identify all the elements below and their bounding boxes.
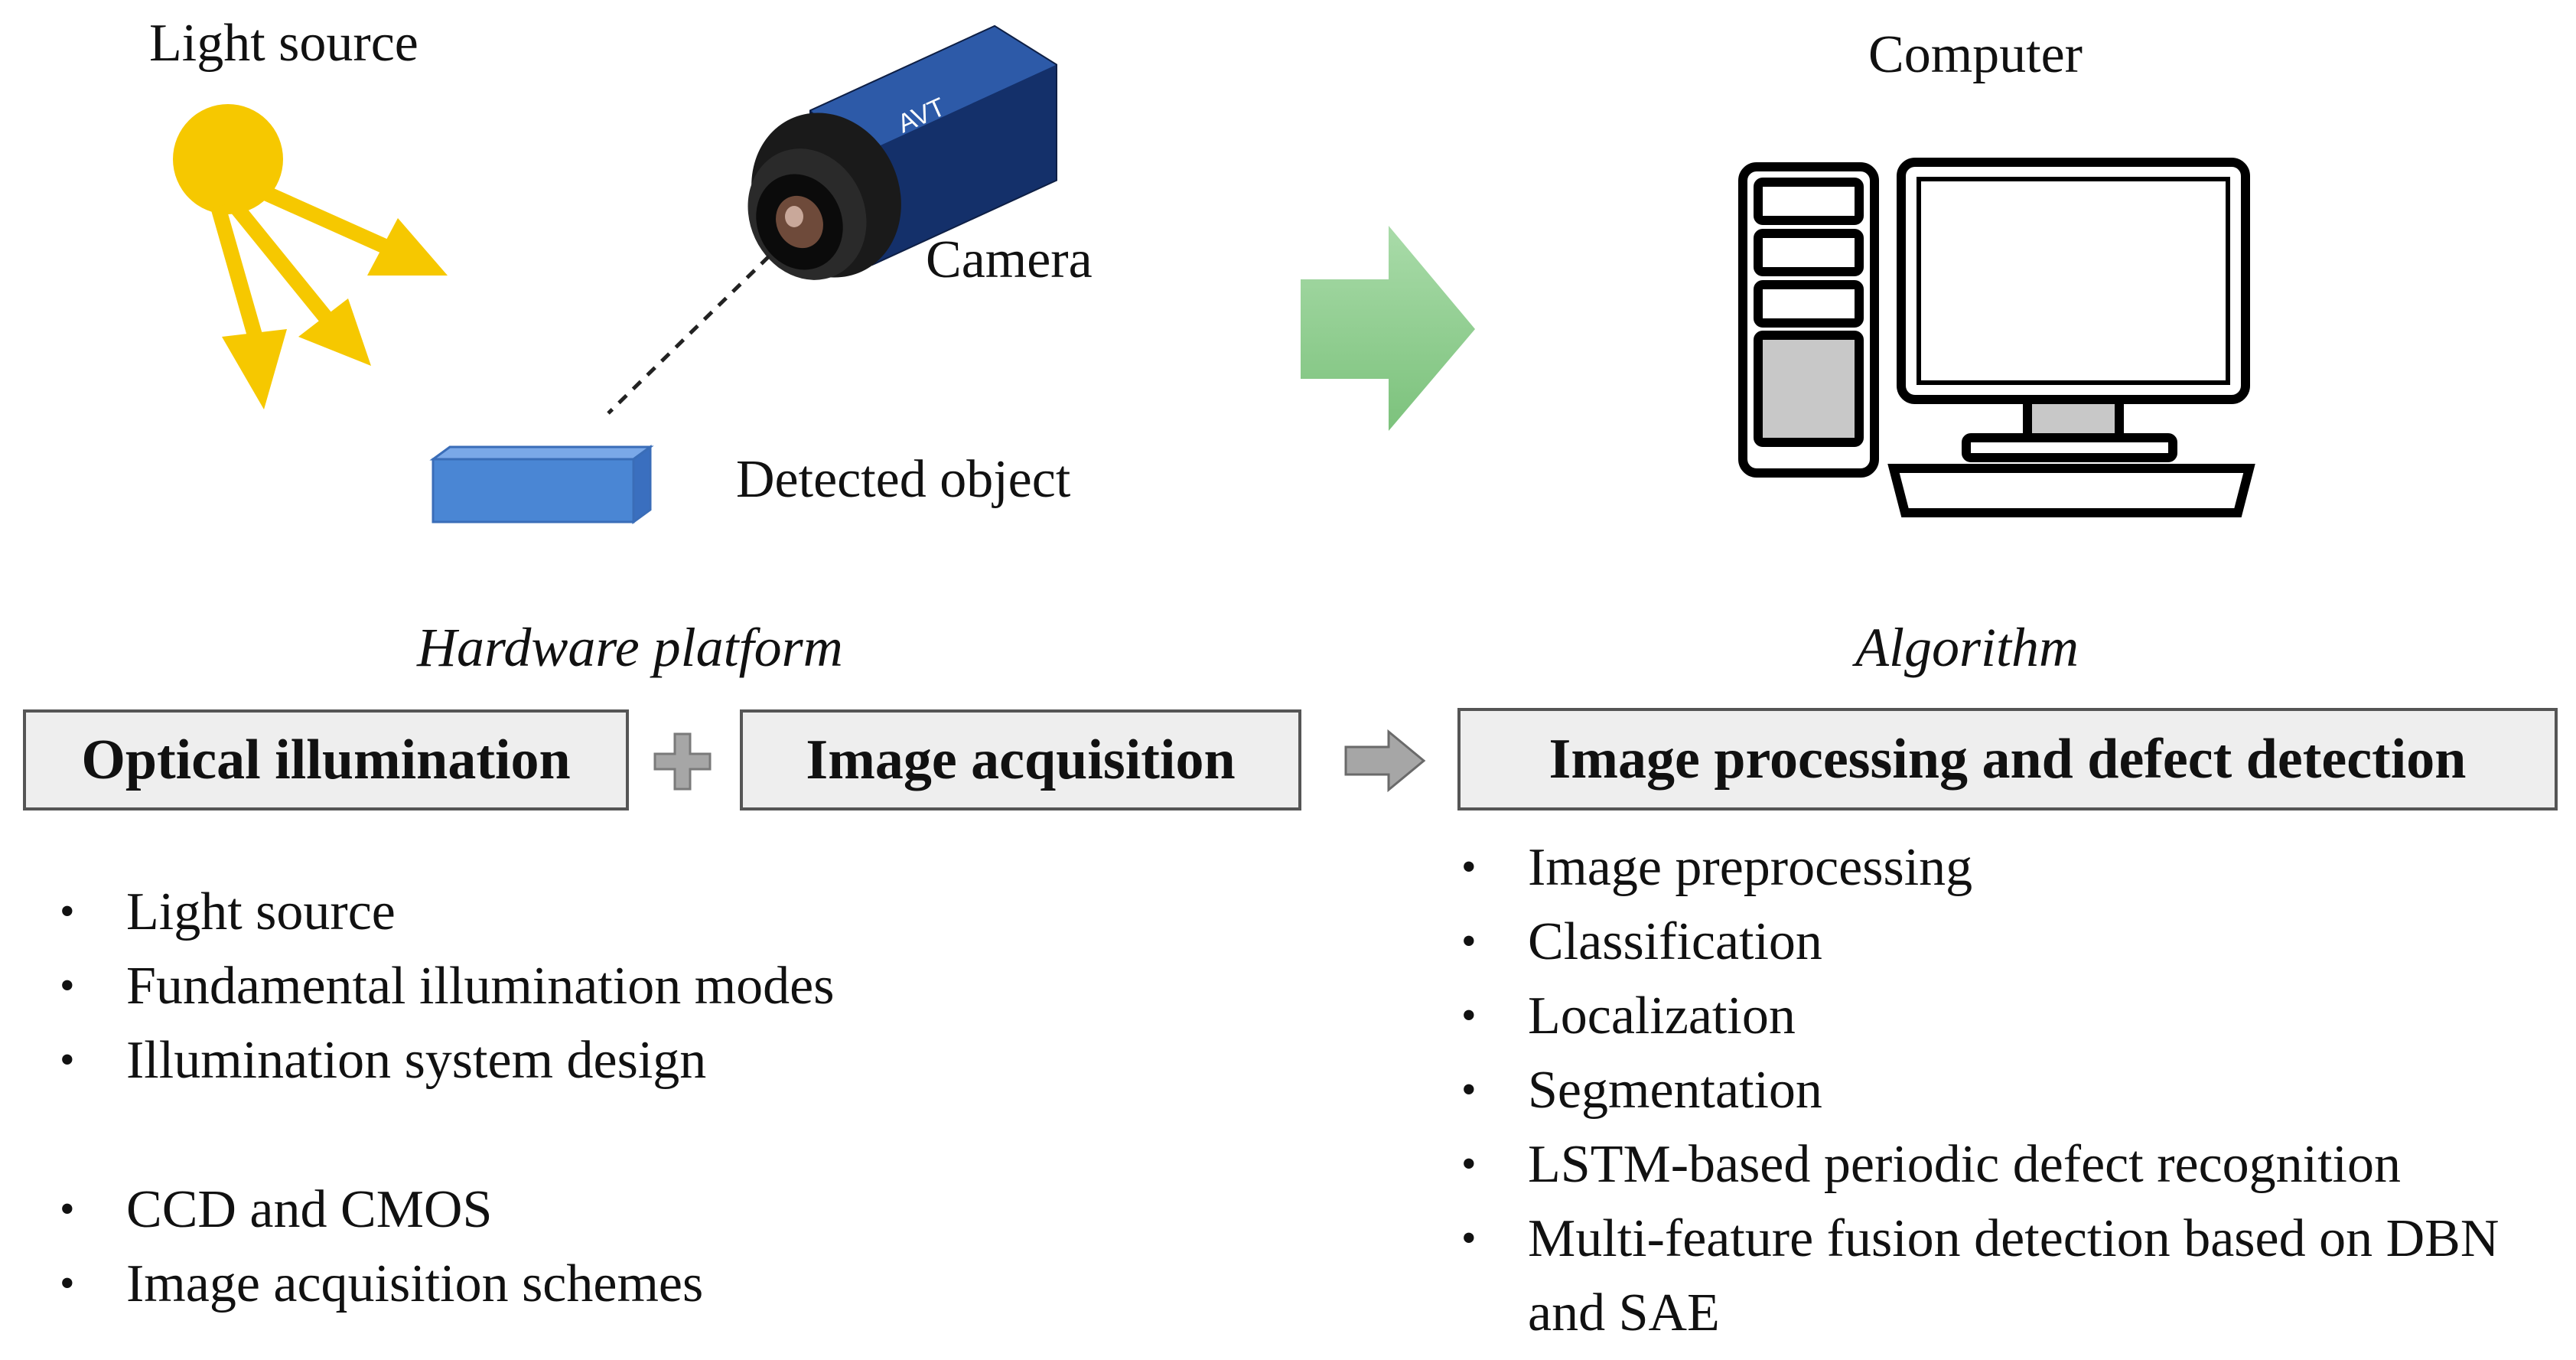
list-item: Segmentation [1448,1053,2557,1127]
plus-icon [653,732,712,791]
illumination-list: Light source Fundamental illumination mo… [46,875,834,1097]
detected-object-icon [429,445,654,524]
computer-icon [1738,158,2255,517]
hardware-platform-heading: Hardware platform [417,617,843,678]
image-processing-box: Image processing and defect detection [1457,708,2558,810]
camera-label: Camera [926,230,1093,289]
light-source-label: Light source [149,14,418,73]
list-item: Classification [1448,905,2557,979]
list-item: Illumination system design [46,1023,834,1097]
optical-illumination-box: Optical illumination [23,709,629,810]
algorithm-list: Image preprocessing Classification Local… [1448,830,2557,1350]
flow-arrow-icon [1301,226,1475,431]
list-item: Light source [46,875,834,949]
image-acquisition-box: Image acquisition [740,709,1301,810]
list-item: Multi-feature fusion detection based on … [1448,1202,2545,1350]
detected-object-label: Detected object [736,450,1071,509]
list-item: CCD and CMOS [46,1172,703,1247]
computer-label: Computer [1868,25,2083,84]
algorithm-heading: Algorithm [1855,617,2079,678]
list-item: Image preprocessing [1448,830,2557,905]
sun-icon [173,104,448,409]
small-arrow-icon [1344,729,1426,793]
list-item: Fundamental illumination modes [46,949,834,1023]
acquisition-list: CCD and CMOS Image acquisition schemes [46,1172,703,1321]
camera-icon: AVT [747,24,1057,280]
list-item: Image acquisition schemes [46,1247,703,1321]
list-item: LSTM-based periodic defect recognition [1448,1127,2557,1202]
list-item: Localization [1448,979,2557,1053]
